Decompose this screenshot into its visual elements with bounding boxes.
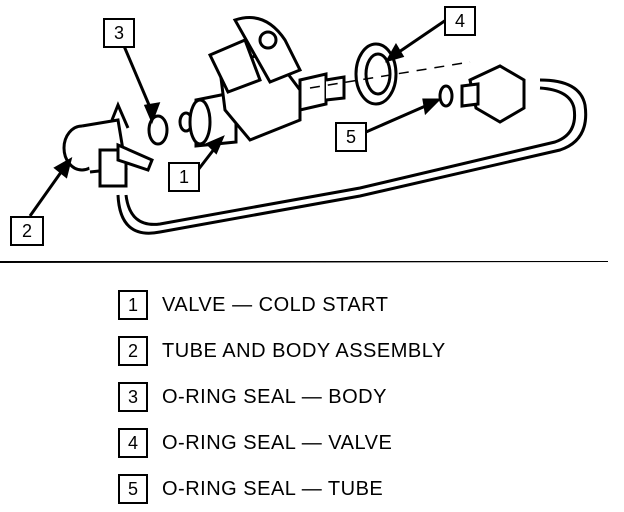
- callout-3: 3: [103, 18, 135, 48]
- legend-number: 2: [118, 336, 148, 366]
- legend-item: 5 O-RING SEAL — TUBE: [118, 466, 598, 512]
- legend-number: 3: [118, 382, 148, 412]
- legend-label: O-RING SEAL — VALVE: [162, 431, 393, 454]
- divider-line: [0, 261, 609, 263]
- cold-start-valve-drawing: [178, 16, 346, 148]
- tube-nut-drawing: [460, 64, 526, 124]
- legend-number: 4: [118, 428, 148, 458]
- o-ring-body-drawing: [147, 114, 169, 146]
- leader-lines: [28, 18, 447, 217]
- legend-label: O-RING SEAL — TUBE: [162, 477, 384, 500]
- callout-2: 2: [10, 216, 44, 246]
- parts-legend: 1 VALVE — COLD START 2 TUBE AND BODY ASS…: [118, 282, 598, 512]
- legend-label: O-RING SEAL — BODY: [162, 385, 387, 408]
- legend-item: 3 O-RING SEAL — BODY: [118, 374, 598, 420]
- legend-item: 4 O-RING SEAL — VALVE: [118, 420, 598, 466]
- o-ring-tube-drawing: [438, 84, 454, 108]
- callout-1: 1: [168, 162, 200, 192]
- legend-number: 5: [118, 474, 148, 504]
- legend-label: TUBE AND BODY ASSEMBLY: [162, 339, 446, 362]
- callout-4: 4: [444, 6, 476, 36]
- o-ring-valve-drawing: [354, 42, 398, 106]
- callout-5: 5: [335, 122, 367, 152]
- legend-label: VALVE — COLD START: [162, 293, 389, 316]
- body-end-drawing: [62, 101, 154, 188]
- exploded-parts-diagram: [28, 16, 588, 235]
- tube-and-body-assembly-drawing: [116, 78, 588, 235]
- legend-item: 2 TUBE AND BODY ASSEMBLY: [118, 328, 598, 374]
- legend-number: 1: [118, 290, 148, 320]
- legend-item: 1 VALVE — COLD START: [118, 282, 598, 328]
